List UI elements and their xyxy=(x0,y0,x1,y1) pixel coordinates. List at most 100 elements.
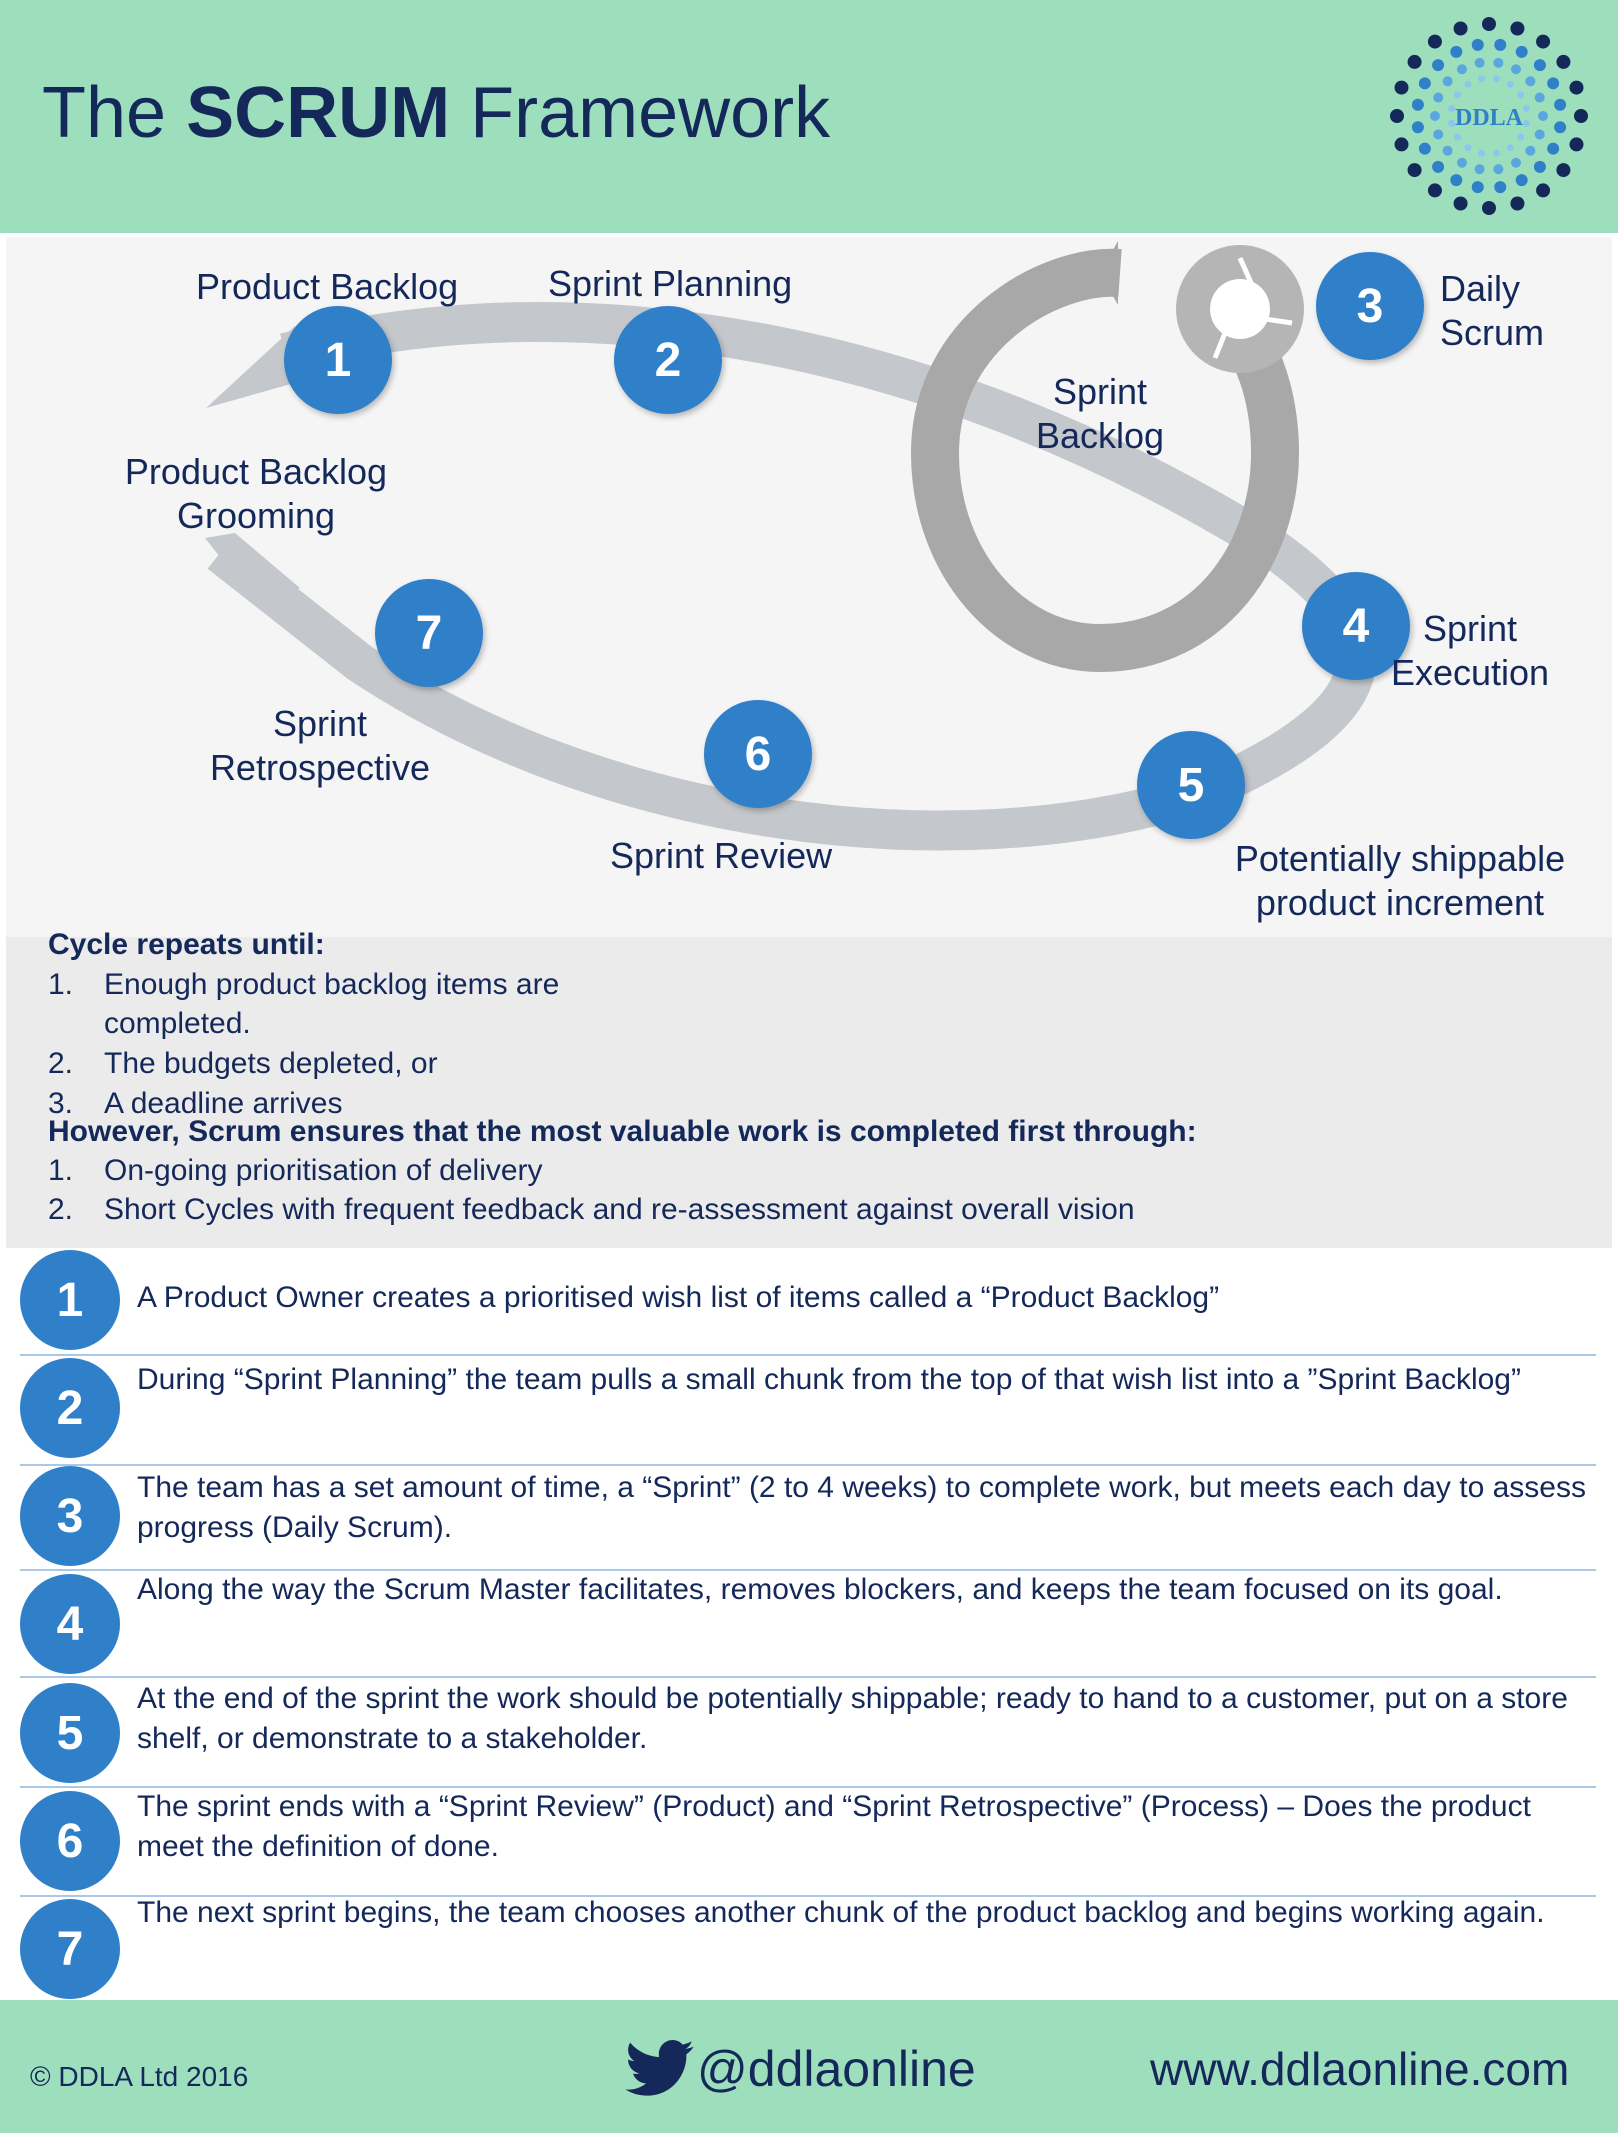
logo-dot xyxy=(1433,129,1444,140)
detail-text: The next sprint begins, the team chooses… xyxy=(137,1896,1545,1929)
logo-dot xyxy=(1522,119,1530,127)
logo-dot xyxy=(1432,160,1445,173)
logo-dot xyxy=(1517,91,1525,99)
logo-dot xyxy=(1525,145,1536,156)
logo-dot xyxy=(1538,111,1548,121)
row-divider xyxy=(20,1569,1596,1571)
logo-dot-ring xyxy=(1390,17,1588,215)
logo-dot xyxy=(1506,144,1514,152)
logo-dot xyxy=(1457,64,1467,75)
detail-number-circle: 1 xyxy=(20,1250,120,1350)
logo-dot xyxy=(1411,121,1424,134)
logo-dot xyxy=(1418,142,1431,155)
cycle-item-num-2: 2. xyxy=(48,1047,74,1080)
detail-number-circle: 4 xyxy=(20,1574,120,1674)
logo-dot xyxy=(1482,201,1496,215)
logo-dot xyxy=(1556,54,1571,69)
however-heading: However, Scrum ensures that the most val… xyxy=(48,1115,1197,1148)
logo-dot xyxy=(1442,76,1453,87)
logo-dot xyxy=(1494,181,1507,194)
cycle-heading: Cycle repeats until: xyxy=(48,928,325,961)
label-product-backlog: Product Backlog xyxy=(196,266,459,307)
logo-dot xyxy=(1450,174,1463,187)
logo-dot xyxy=(1457,157,1467,168)
ring-gap xyxy=(1264,316,1293,326)
however-item-2: Short Cycles with frequent feedback and … xyxy=(104,1193,1135,1226)
ddla-logo: DDLA xyxy=(1390,17,1588,215)
logo-dot xyxy=(1510,196,1525,211)
logo-dot xyxy=(1482,17,1496,31)
label-sprint-review: Sprint Review xyxy=(610,835,833,876)
cycle-item-num-1: 1. xyxy=(48,968,74,1001)
logo-dot xyxy=(1453,21,1468,36)
logo-dot xyxy=(1474,57,1485,68)
logo-dot xyxy=(1536,34,1551,49)
diagram-step-circle-1: 1 xyxy=(284,306,392,414)
logo-dot xyxy=(1418,77,1431,90)
logo-dot xyxy=(1492,75,1500,83)
logo-dot xyxy=(1471,181,1484,194)
twitter-bird-icon[interactable] xyxy=(625,2040,695,2098)
logo-dot xyxy=(1511,64,1521,75)
logo-dot xyxy=(1547,142,1560,155)
row-divider xyxy=(20,1676,1596,1678)
cycle-item-2: The budgets depleted, or xyxy=(104,1047,438,1080)
logo-dot xyxy=(1448,119,1456,127)
header-banner xyxy=(0,0,1618,233)
logo-dot xyxy=(1533,160,1546,173)
logo-dot xyxy=(1394,137,1409,152)
detail-text: During “Sprint Planning” the team pulls … xyxy=(137,1363,1521,1396)
logo-dot xyxy=(1534,129,1545,140)
diagram-step-circle-7: 7 xyxy=(375,579,483,687)
logo-dot xyxy=(1464,144,1472,152)
detail-number-circle: 3 xyxy=(20,1466,120,1566)
footer-banner xyxy=(0,2000,1618,2133)
ring-gap xyxy=(1237,256,1255,287)
logo-dot xyxy=(1448,105,1456,113)
logo-dot xyxy=(1547,77,1560,90)
logo-dot xyxy=(1515,174,1528,187)
logo-dot xyxy=(1474,164,1485,175)
detail-number-circle: 2 xyxy=(20,1358,120,1458)
detail-text: The sprint ends with a “Sprint Review” (… xyxy=(137,1790,1531,1863)
footer-twitter-handle[interactable]: @ddlaonline xyxy=(697,2041,976,2097)
detail-text: Along the way the Scrum Master facilitat… xyxy=(137,1573,1503,1606)
logo-dot xyxy=(1453,91,1461,99)
logo-dot xyxy=(1432,59,1445,72)
logo-dot xyxy=(1390,109,1404,123)
detail-text: At the end of the sprint the work should… xyxy=(137,1682,1568,1755)
logo-dot xyxy=(1533,59,1546,72)
logo-dot xyxy=(1515,45,1528,58)
ring-gap xyxy=(1212,332,1228,359)
logo-dot xyxy=(1471,38,1484,51)
logo-dot xyxy=(1536,183,1551,198)
diagram-step-circle-6: 6 xyxy=(704,700,812,808)
logo-dot xyxy=(1554,121,1567,134)
band-tail xyxy=(205,533,300,608)
logo-dot xyxy=(1517,133,1525,141)
logo-dot xyxy=(1453,196,1468,211)
cycle-item-num-3: 3. xyxy=(48,1087,74,1120)
diagram-step-circle-4: 4 xyxy=(1302,572,1410,680)
detail-number-circle: 6 xyxy=(20,1791,120,1891)
logo-dot xyxy=(1433,92,1444,103)
sprint-loop-arrowhead xyxy=(1100,241,1118,305)
logo-dot xyxy=(1493,57,1504,68)
logo-dot xyxy=(1427,183,1442,198)
logo-dot xyxy=(1478,75,1486,83)
cycle-item-1-line1: Enough product backlog items are xyxy=(104,968,560,1001)
logo-dot xyxy=(1569,80,1584,95)
daily-scrum-ring-center xyxy=(1210,279,1270,339)
logo-dot xyxy=(1492,149,1500,157)
logo-dot xyxy=(1430,111,1440,121)
logo-text: DDLA xyxy=(1455,105,1524,131)
row-divider xyxy=(20,1786,1596,1788)
band-arrowhead xyxy=(206,326,305,408)
footer-website-link[interactable]: www.ddlaonline.com xyxy=(1150,2043,1570,2095)
however-item-num-1: 1. xyxy=(48,1154,74,1187)
